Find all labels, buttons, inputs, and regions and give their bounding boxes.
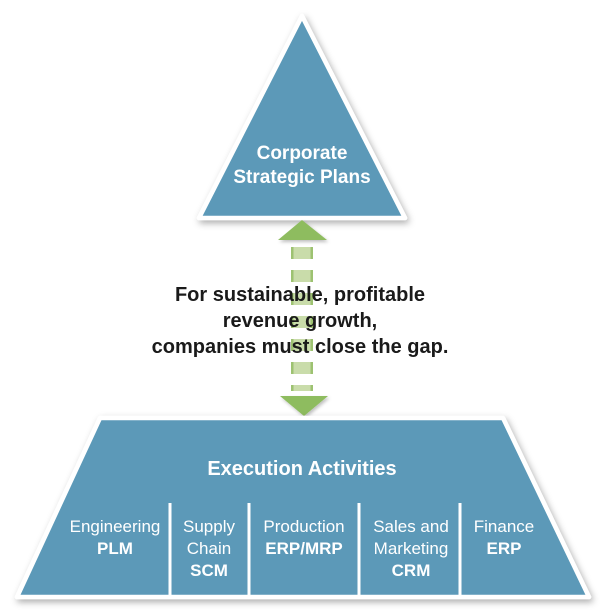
trapezoid-shape — [14, 415, 592, 600]
up-arrowhead-icon — [278, 220, 327, 240]
pyramid-shape — [196, 13, 408, 221]
double-arrow-icon — [278, 220, 328, 416]
down-arrowhead-icon — [280, 396, 328, 416]
